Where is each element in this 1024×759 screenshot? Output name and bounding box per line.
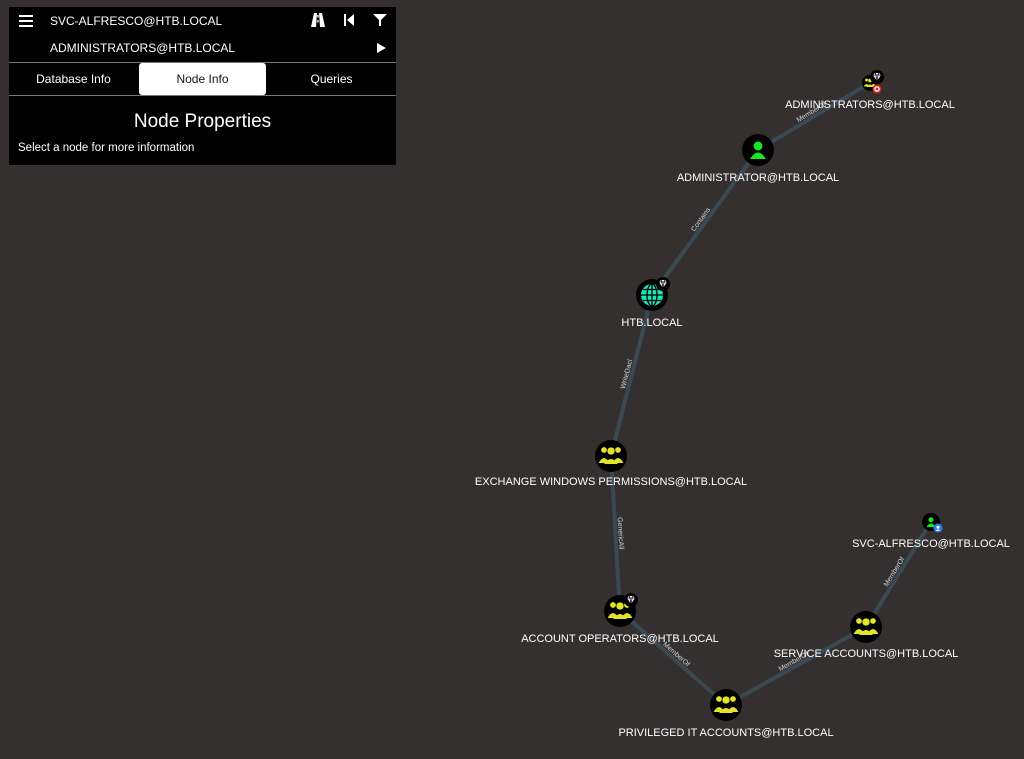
- target-node-input[interactable]: ADMINISTRATORS@HTB.LOCAL: [50, 41, 236, 55]
- node-label: ADMINISTRATOR@HTB.LOCAL: [677, 172, 839, 184]
- node-htb-local[interactable]: HTB.LOCAL: [621, 277, 683, 329]
- edge-svcalfresco-to-svcaccounts[interactable]: [864, 520, 933, 629]
- node-service-accounts-htb-local[interactable]: SERVICE ACCOUNTS@HTB.LOCAL: [774, 611, 959, 660]
- user-icon: [750, 141, 766, 159]
- high-value-icon: [624, 593, 638, 607]
- node-label: SERVICE ACCOUNTS@HTB.LOCAL: [774, 648, 959, 660]
- high-value-icon: [656, 277, 670, 291]
- tab-queries[interactable]: Queries: [310, 72, 353, 86]
- owned-icon: [933, 523, 943, 533]
- node-label: PRIVILEGED IT ACCOUNTS@HTB.LOCAL: [618, 727, 833, 739]
- group-icon: [713, 696, 739, 713]
- node-properties-hint: Select a node for more information: [18, 142, 195, 154]
- edge-domain-to-administrator[interactable]: [650, 148, 760, 297]
- node-account-operators-htb-local[interactable]: ACCOUNT OPERATORS@HTB.LOCAL: [521, 593, 719, 645]
- node-label: EXCHANGE WINDOWS PERMISSIONS@HTB.LOCAL: [475, 476, 747, 488]
- node-privileged-it-accounts-htb-local[interactable]: PRIVILEGED IT ACCOUNTS@HTB.LOCAL: [618, 689, 834, 739]
- node-label: HTB.LOCAL: [621, 317, 682, 329]
- node-label: SVC-ALFRESCO@HTB.LOCAL: [852, 538, 1010, 550]
- globe-icon: [641, 283, 663, 307]
- tab-database-info[interactable]: Database Info: [36, 72, 111, 86]
- node-administrators-htb-local[interactable]: ADMINISTRATORS@HTB.LOCAL: [785, 70, 955, 111]
- target-icon: [872, 84, 882, 94]
- pathfinding-icon[interactable]: [309, 11, 327, 29]
- edge-label: MemberOf: [661, 641, 690, 668]
- start-node-input[interactable]: SVC-ALFRESCO@HTB.LOCAL: [50, 14, 223, 28]
- high-value-icon: [870, 70, 884, 84]
- play-icon[interactable]: [372, 39, 390, 57]
- node-svc-alfresco-htb-local[interactable]: SVC-ALFRESCO@HTB.LOCAL: [852, 513, 1010, 550]
- search-panel: SVC-ALFRESCO@HTB.LOCAL ADMINISTRATORS@HT…: [9, 7, 396, 165]
- tab-bar: Database Info Node Info Queries: [9, 63, 396, 96]
- target-node-row: ADMINISTRATORS@HTB.LOCAL: [9, 34, 396, 63]
- user-icon: [926, 517, 936, 528]
- menu-icon[interactable]: [19, 12, 33, 28]
- tab-node-info[interactable]: Node Info: [139, 63, 266, 95]
- edge-privit-to-accountops[interactable]: [618, 609, 728, 707]
- edge-accountops-to-exchange[interactable]: [609, 455, 622, 612]
- edge-exchange-to-domain[interactable]: [609, 294, 654, 457]
- back-icon[interactable]: [340, 11, 358, 29]
- node-administrator-htb-local[interactable]: ADMINISTRATOR@HTB.LOCAL: [677, 134, 839, 184]
- node-exchange-windows-permissions-htb-local[interactable]: EXCHANGE WINDOWS PERMISSIONS@HTB.LOCAL: [475, 440, 747, 488]
- edge-label: GenericAll: [616, 517, 625, 550]
- edge-svcaccounts-to-privit[interactable]: [725, 625, 867, 707]
- group-icon: [853, 618, 879, 635]
- start-node-row: SVC-ALFRESCO@HTB.LOCAL: [9, 7, 396, 34]
- node-label: ACCOUNT OPERATORS@HTB.LOCAL: [521, 633, 719, 645]
- group-icon: [598, 447, 624, 464]
- node-properties-title: Node Properties: [133, 111, 272, 132]
- node-label: ADMINISTRATORS@HTB.LOCAL: [785, 99, 955, 111]
- filter-icon[interactable]: [371, 11, 389, 29]
- edge-administrator-to-admins[interactable]: [756, 81, 872, 152]
